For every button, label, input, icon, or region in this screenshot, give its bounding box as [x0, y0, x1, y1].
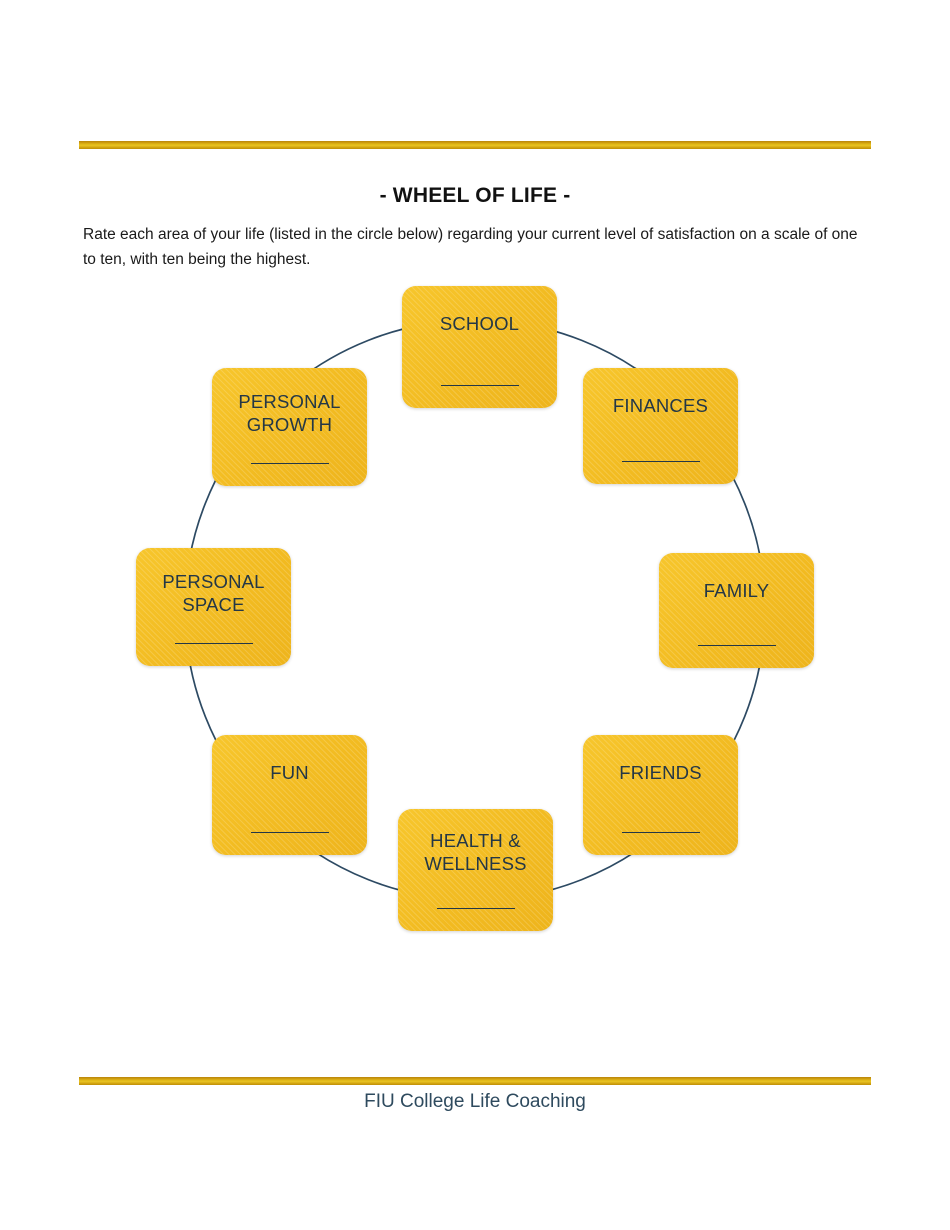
wheel-node-school[interactable]: SCHOOL	[402, 286, 557, 408]
wheel-node-label: FRIENDS	[619, 762, 702, 783]
bottom-gold-rule	[79, 1077, 871, 1085]
wheel-node-label: HEALTH & WELLNESS	[424, 830, 527, 874]
wheel-node-label: PERSONAL GROWTH	[238, 391, 341, 435]
wheel-node-rating-blank[interactable]	[250, 832, 329, 833]
wheel-node-personal-space[interactable]: PERSONAL SPACE	[136, 548, 291, 666]
footer-label: FIU College Life Coaching	[364, 1091, 586, 1112]
wheel-node-family[interactable]: FAMILY	[659, 553, 814, 668]
wheel-node-label: FAMILY	[703, 580, 770, 601]
top-gold-rule	[79, 141, 871, 149]
wheel-node-rating-blank[interactable]	[621, 832, 700, 833]
wheel-node-rating-blank[interactable]	[174, 643, 253, 644]
wheel-node-finances[interactable]: FINANCES	[583, 368, 738, 484]
wheel-node-health-wellness[interactable]: HEALTH & WELLNESS	[398, 809, 553, 931]
page-title: - WHEEL OF LIFE -	[379, 184, 571, 207]
wheel-node-label: FINANCES	[612, 395, 709, 416]
wheel-of-life-diagram: SCHOOL FINANCES FAMILY FRIENDS HEALTH & …	[100, 278, 850, 943]
wheel-node-rating-blank[interactable]	[697, 645, 776, 646]
wheel-node-fun[interactable]: FUN	[212, 735, 367, 855]
wheel-node-friends[interactable]: FRIENDS	[583, 735, 738, 855]
wheel-node-rating-blank[interactable]	[621, 461, 700, 462]
wheel-node-label: FUN	[270, 762, 309, 783]
wheel-node-rating-blank[interactable]	[440, 385, 519, 386]
wheel-node-rating-blank[interactable]	[436, 908, 515, 909]
wheel-node-label: SCHOOL	[439, 313, 520, 334]
wheel-node-label: PERSONAL SPACE	[162, 571, 265, 615]
wheel-node-personal-growth[interactable]: PERSONAL GROWTH	[212, 368, 367, 486]
instructions-text: Rate each area of your life (listed in t…	[83, 226, 858, 268]
wheel-node-rating-blank[interactable]	[250, 463, 329, 464]
